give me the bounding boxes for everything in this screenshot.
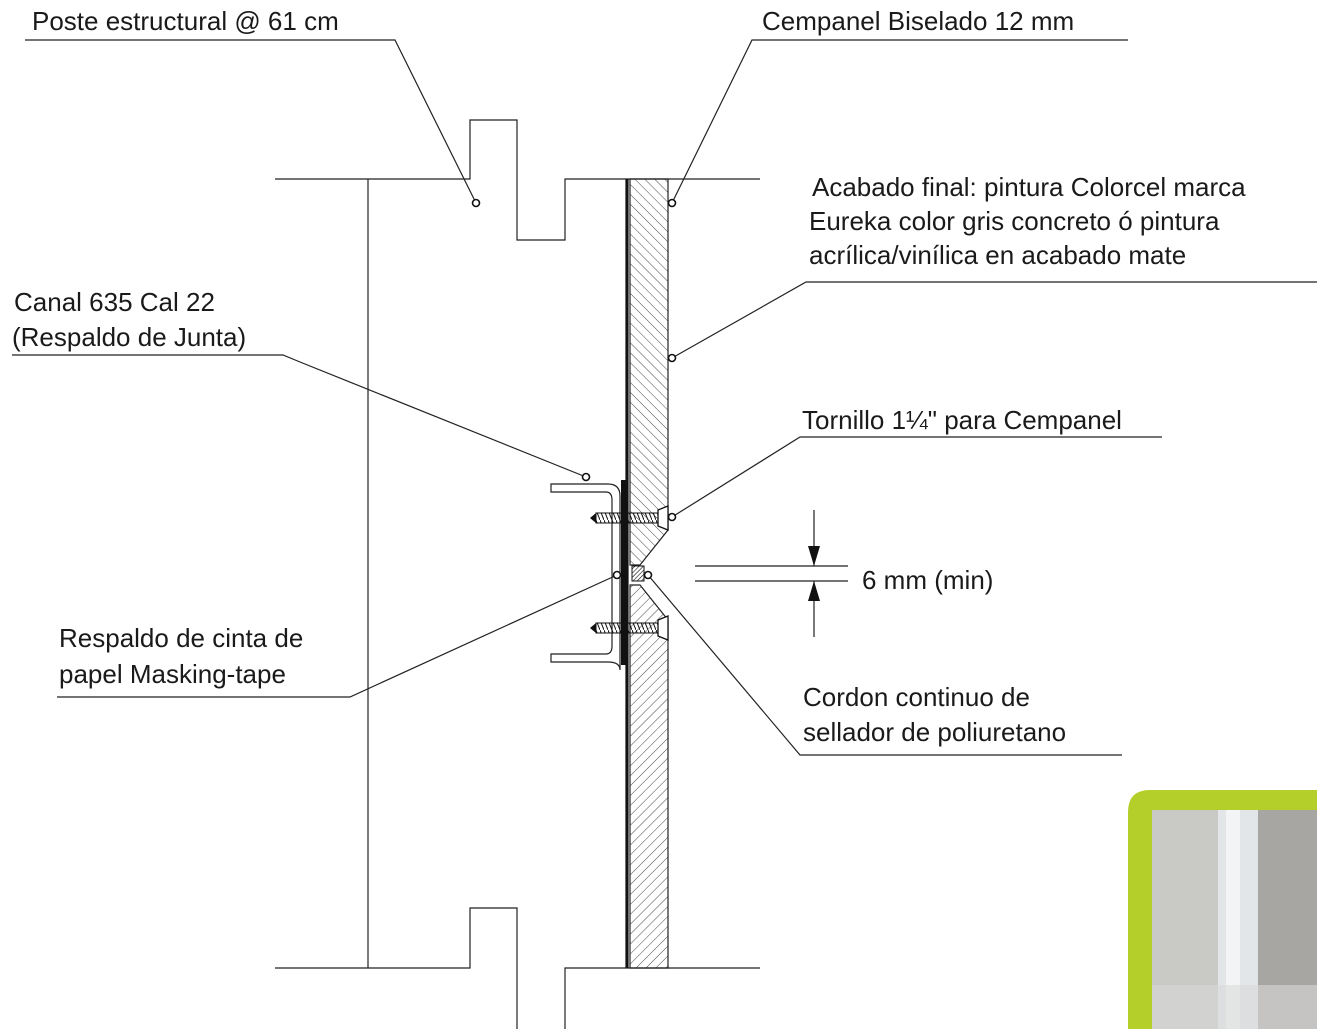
label-canal-1: Canal 635 Cal 22: [14, 287, 215, 317]
screw-upper: [590, 505, 669, 531]
label-dimension: 6 mm (min): [862, 565, 993, 595]
structural-post: [275, 119, 760, 1029]
sealant-bead: [631, 565, 645, 582]
label-cordon-1: Cordon continuo de: [803, 682, 1030, 712]
label-respaldo-1: Respaldo de cinta de: [59, 623, 303, 653]
label-acabado-1: Acabado final: pintura Colorcel marca: [812, 172, 1246, 202]
label-acabado-3: acrílica/vinílica en acabado mate: [809, 240, 1186, 270]
label-cempanel: Cempanel Biselado 12 mm: [762, 6, 1074, 36]
gap-dimension: [695, 510, 848, 637]
label-cordon-2: sellador de poliuretano: [803, 717, 1066, 747]
cempanel-board: [629, 178, 669, 969]
label-respaldo-2: papel Masking-tape: [59, 659, 286, 689]
masking-tape: [621, 480, 626, 665]
leader-dots: [471, 198, 677, 580]
screw-lower: [590, 615, 669, 641]
label-poste: Poste estructural @ 61 cm: [32, 6, 339, 36]
leader-lines: [12, 39, 1317, 756]
label-acabado-2: Eureka color gris concreto ó pintura: [809, 206, 1220, 236]
label-tornillo: Tornillo 1¼" para Cempanel: [802, 405, 1122, 435]
label-canal-2: (Respaldo de Junta): [12, 322, 246, 352]
photo-inset: [1128, 790, 1317, 1029]
backing-channel: [550, 483, 621, 671]
